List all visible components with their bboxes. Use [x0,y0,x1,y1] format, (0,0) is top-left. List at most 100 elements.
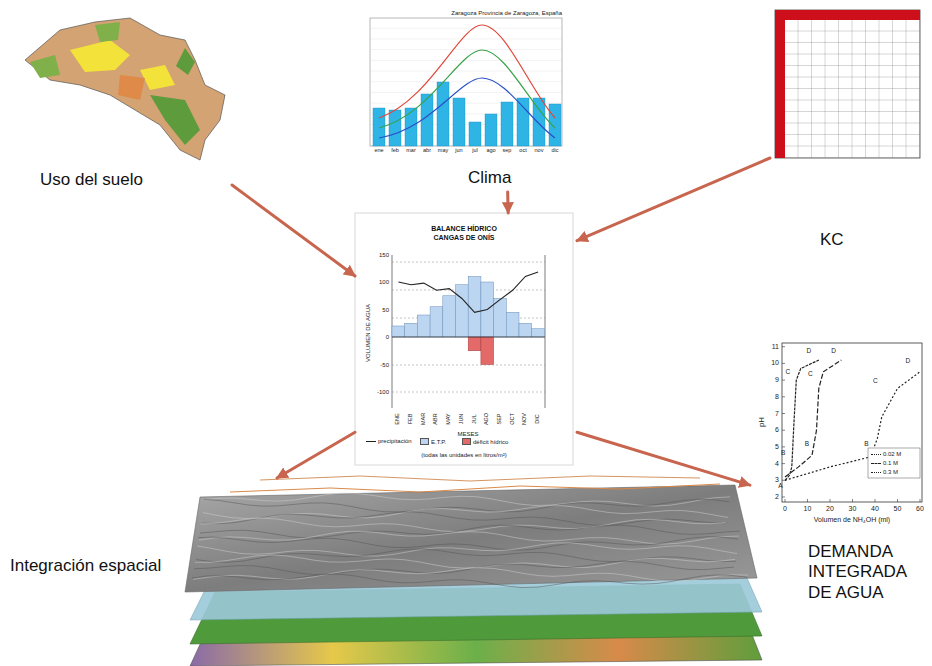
kc-table [775,10,920,158]
gis-layers [185,476,762,666]
tick-label: 6 [775,426,779,433]
gis-layers [260,476,700,481]
tick-label: 50 [382,307,389,313]
water-balance-chart [392,365,545,366]
legend-text: 0.3 M [883,469,898,475]
month-label: abr [423,148,431,154]
legend-entry: 0.3 M [871,469,898,475]
titration-chart [785,360,841,477]
water-balance-chart [355,213,573,465]
image-group: KC [770,8,922,258]
chart-title: CANGAS DE ONÍS [355,234,573,242]
month-label: OCT [510,413,516,425]
climate-chart [370,18,562,146]
titration-chart [782,396,785,397]
month-label: may [438,148,448,154]
tick-label: 60 [916,505,924,512]
chart-title: Zaragoza Provincia de Zaragoza, España [451,10,562,16]
climate-chart [379,25,555,118]
titration-chart [782,347,920,502]
curve-letter: B [805,441,809,448]
node-label: Uso del suelo [40,170,220,190]
month-label: oct [519,148,526,154]
gis-layers [192,574,747,587]
legend-entry: precipitación [366,438,412,444]
month-label: JUL [472,414,478,424]
water-balance-chart [545,255,546,408]
water-balance-chart [519,323,532,337]
kc-table [775,10,920,20]
month-label: AGO [485,413,491,425]
gis-layers [204,499,729,512]
titration-chart [807,499,808,502]
climate-chart [485,114,497,146]
land-use-map [150,95,200,145]
month-label: SEP [497,413,503,424]
water-balance-chart [481,337,494,365]
titration-chart [782,463,785,464]
axis-title: pH [758,417,766,427]
climate-chart [370,18,562,146]
legend-text: déficit hídrico [473,439,508,445]
titration-chart [785,499,786,502]
kc-table [775,10,785,158]
tick-label: 2 [775,493,779,500]
climate-chart [533,98,545,146]
tick-label: 150 [379,252,389,258]
titration-chart [782,446,785,447]
water-balance-chart [392,326,405,337]
legend-entry: 0.02 M [871,451,901,457]
land-use-map [70,40,130,72]
climate-chart [469,122,481,146]
climate-chart [373,82,561,146]
node-label: DEMANDA INTEGRADA DE AGUA [808,542,926,603]
node-label: Clima [468,168,558,188]
land-use-map [176,48,195,75]
water-balance-chart [506,312,519,337]
tick-label: 100 [379,279,389,285]
legend-text: 0.1 M [883,460,898,466]
gis-layers [185,485,757,592]
gis-layers [194,561,734,574]
image-group: Uso del suelo [20,14,232,204]
tick-label: 10 [771,359,779,366]
legend-entry: déficit hídrico [462,438,508,445]
legend-text: precipitación [378,438,412,444]
titration-chart [785,360,819,480]
month-label: dic [551,148,558,154]
curve-letter: D [831,348,836,355]
titration-chart [782,343,922,502]
titration-chart [852,499,853,502]
legend-line [871,472,881,473]
water-balance-chart [392,277,544,365]
month-label: sep [503,148,512,154]
titration-chart [782,380,785,381]
month-label: ago [486,148,495,154]
tick-label: 9 [775,376,779,383]
legend-text: E.T.P. [431,439,446,445]
water-balance-chart [392,337,545,338]
month-label: JUN [459,414,465,425]
gis-layers [198,537,738,550]
image-group: Clima [360,8,574,192]
month-label: MAR [421,413,427,425]
flow-arrow [232,185,355,276]
curve-letter: D [807,348,812,355]
flow-arrow [506,192,510,213]
tick-label: 30 [849,505,857,512]
water-balance-chart [494,299,507,338]
titration-chart [782,346,785,347]
month-label: DIC [535,414,541,423]
month-label: feb [391,148,399,154]
flow-arrow [277,432,355,478]
curve-letter: D [906,358,911,365]
tick-label: 40 [871,505,879,512]
land-use-map [95,22,120,42]
gis-layers [230,484,720,492]
gis-layers [205,493,730,506]
curve-letter: B [781,450,785,457]
water-balance-chart [443,296,456,337]
gis-layers [197,543,737,556]
tick-label: 20 [826,505,834,512]
